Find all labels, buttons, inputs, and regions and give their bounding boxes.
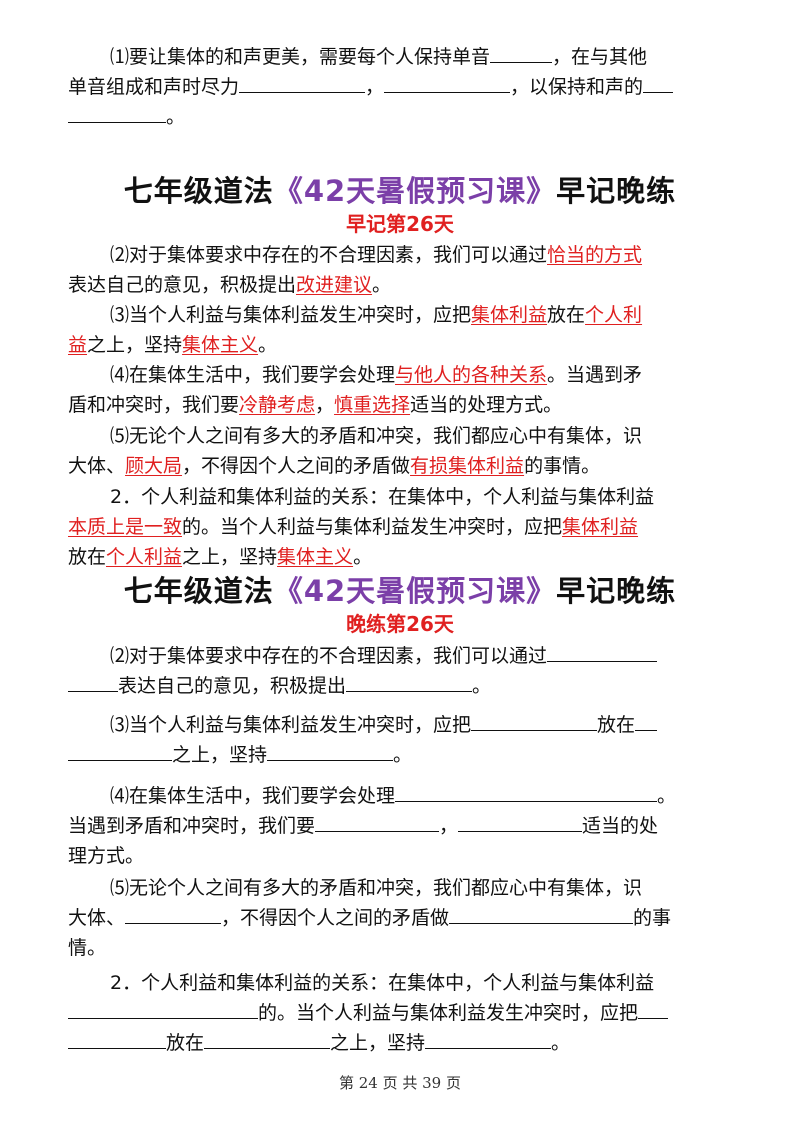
- blank: [643, 73, 674, 93]
- blank: [490, 43, 553, 63]
- answer: 与他人的各种关系: [395, 364, 548, 386]
- blank: [204, 1029, 331, 1049]
- blank: [68, 672, 118, 692]
- section-subtitle-evening: 晚练第26天: [346, 612, 454, 636]
- answer: 益: [68, 334, 88, 356]
- morning-paragraph-6: 2．个人利益和集体利益的关系：在集体中，个人利益与集体利益 本质上是一致的。当个…: [68, 486, 655, 568]
- answer: 有损集体利益: [410, 455, 525, 477]
- morning-paragraph-3: ⑶当个人利益与集体利益发生冲突时，应把集体利益放在个人利 益之上，坚持集体主义。: [68, 304, 643, 356]
- answer: 个人利: [585, 304, 643, 326]
- answer: 恰当的方式: [547, 244, 643, 266]
- answer: 改进建议: [296, 274, 373, 296]
- blank: [68, 999, 258, 1019]
- blank: [384, 73, 511, 93]
- blank: [68, 741, 172, 761]
- evening-paragraph-2: ⑵对于集体要求中存在的不合理因素，我们可以通过 表达自己的意见，积极提出。: [68, 641, 724, 701]
- answer: 顾大局: [125, 455, 183, 477]
- morning-paragraph-4: ⑷在集体生活中，我们要学会处理与他人的各种关系。当遇到矛 盾和冲突时，我们要冷静…: [68, 364, 643, 416]
- answer: 集体利益: [562, 516, 639, 538]
- answer: 集体利益: [471, 304, 548, 326]
- evening-paragraph-5: ⑸无论个人之间有多大的矛盾和冲突，我们都应心中有集体，识 大体、，不得因个人之间…: [68, 877, 672, 959]
- section-title-morning: 七年级道法《42天暑假预习课》早记晚练: [123, 174, 677, 208]
- blank: [635, 711, 658, 731]
- blank: [638, 999, 669, 1019]
- blank: [68, 1029, 166, 1049]
- answer: 集体主义: [182, 334, 259, 356]
- answer: 本质上是一致: [68, 516, 183, 538]
- answer: 集体主义: [277, 546, 354, 568]
- blank: [458, 812, 583, 832]
- blank: [425, 1029, 552, 1049]
- answer: 个人利益: [106, 546, 183, 568]
- blank: [471, 711, 598, 731]
- blank: [267, 741, 394, 761]
- morning-paragraph-5: ⑸无论个人之间有多大的矛盾和冲突，我们都应心中有集体，识 大体、顾大局，不得因个…: [68, 425, 643, 477]
- evening-paragraph-4: ⑷在集体生活中，我们要学会处理。 当遇到矛盾和冲突时，我们要，适当的处 理方式。: [68, 781, 724, 871]
- answer: 冷静考虑: [239, 394, 316, 416]
- blank: [395, 782, 658, 802]
- blank: [449, 904, 634, 924]
- blank: [239, 73, 366, 93]
- top-paragraph: ⑴要让集体的和声更美，需要每个人保持单音，在与其他 单音组成和声时尽力，，以保持…: [68, 42, 724, 132]
- morning-paragraph-2: ⑵对于集体要求中存在的不合理因素，我们可以通过恰当的方式 表达自己的意见，积极提…: [68, 244, 643, 296]
- blank: [125, 904, 222, 924]
- evening-paragraph-6: 2．个人利益和集体利益的关系：在集体中，个人利益与集体利益 的。当个人利益与集体…: [68, 968, 724, 1058]
- blank: [68, 103, 166, 123]
- section-subtitle-morning: 早记第26天: [346, 212, 454, 236]
- evening-paragraph-3: ⑶当个人利益与集体利益发生冲突时，应把放在 之上，坚持。: [68, 710, 724, 770]
- page-footer: 第 24 页 共 39 页: [338, 1074, 461, 1092]
- blank: [547, 642, 658, 662]
- section-title-evening: 七年级道法《42天暑假预习课》早记晚练: [123, 574, 677, 608]
- blank: [315, 812, 440, 832]
- answer: 慎重选择: [334, 394, 411, 416]
- blank: [346, 672, 473, 692]
